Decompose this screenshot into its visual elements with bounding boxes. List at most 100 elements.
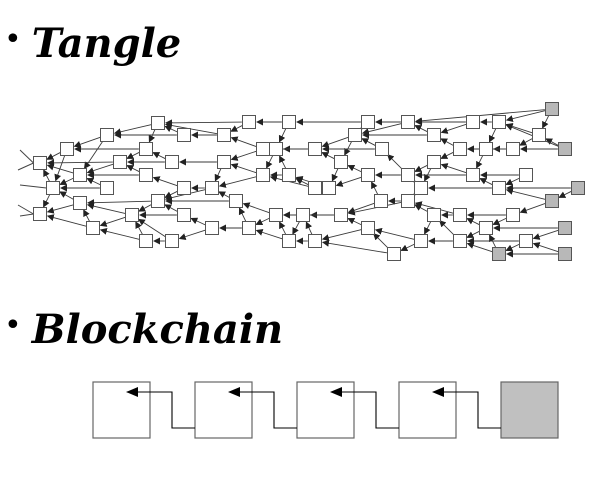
tangle-approval-edge	[344, 141, 353, 156]
tangle-transaction-node	[519, 234, 533, 248]
tangle-transaction-node	[479, 221, 493, 235]
tangle-approval-edge	[321, 229, 362, 242]
tangle-approval-edge	[361, 138, 376, 147]
tangle-transaction-node	[282, 115, 296, 129]
tangle-transaction-node	[334, 155, 348, 169]
tangle-approval-edge	[279, 221, 287, 235]
tangle-transaction-node	[139, 168, 153, 182]
blockchain-link-arrow	[126, 387, 195, 429]
tangle-approval-edge	[83, 140, 104, 170]
tangle-approval-edge	[218, 176, 257, 188]
tangle-approval-edge	[492, 217, 507, 226]
tangle-approval-edge	[400, 243, 415, 252]
tangle-transaction-node	[177, 181, 191, 195]
blockchain-link-arrow	[330, 387, 399, 429]
tangle-tip-node	[571, 181, 585, 195]
tangle-approval-edge	[138, 203, 152, 212]
tangle-approval-edge	[266, 155, 274, 169]
tangle-approval-edge	[438, 219, 456, 237]
tangle-transaction-node	[308, 234, 322, 248]
tangle-approval-edge	[242, 202, 270, 214]
tangle-transaction-node	[361, 221, 375, 235]
tangle-transaction-node	[177, 128, 191, 142]
tangle-approval-edge	[466, 230, 480, 238]
tangle-approval-edge	[152, 152, 166, 160]
tangle-approval-edge	[321, 152, 335, 160]
tangle-transaction-node	[414, 181, 428, 195]
tangle-approval-edge	[440, 151, 454, 159]
tangle-approval-edge	[505, 110, 546, 123]
tangle-approval-edge	[505, 177, 520, 186]
tangle-transaction-node	[139, 234, 153, 248]
tangle-approval-edge	[414, 164, 428, 172]
tangle-transaction-node	[492, 115, 506, 129]
tangle-transaction-node	[73, 196, 87, 210]
tangle-approval-edge	[505, 243, 520, 252]
tangle-approval-edge	[255, 229, 283, 240]
tangle-approval-edge	[488, 128, 497, 143]
tangle-transaction-node	[86, 221, 100, 235]
tangle-approval-edge	[255, 217, 270, 226]
tangle-transaction-node	[506, 208, 520, 222]
tangle-approval-edge	[164, 122, 218, 135]
tangle-approval-edge	[99, 216, 126, 227]
tangle-transaction-node	[73, 168, 87, 182]
tangle-approval-edge	[59, 177, 74, 186]
tangle-approval-edge	[46, 151, 61, 160]
tangle-transaction-node	[427, 155, 441, 169]
tangle-approval-edge	[137, 218, 167, 238]
tangle-approval-edge	[230, 150, 257, 161]
blockchain-block	[194, 381, 253, 439]
tangle-approval-edge	[292, 221, 301, 235]
tangle-transaction-node	[229, 194, 243, 208]
tangle-transaction-node	[165, 234, 179, 248]
tangle-transaction-node	[269, 142, 283, 156]
tangle-transaction-node	[282, 234, 296, 248]
tangle-approval-edge	[54, 155, 66, 182]
tangle-transaction-node	[100, 128, 114, 142]
tangle-approval-edge	[152, 176, 178, 187]
tangle-transaction-node	[139, 142, 153, 156]
tangle-transaction-node	[308, 181, 322, 195]
tangle-approval-edge	[440, 123, 467, 134]
bullet-icon: •	[4, 22, 22, 57]
tangle-transaction-node	[519, 168, 533, 182]
tangle-approval-edge	[165, 119, 242, 127]
tangle-transaction-node	[151, 116, 165, 130]
tangle-title: Tangle	[31, 20, 182, 67]
tangle-transaction-node	[256, 168, 270, 182]
tangle-approval-edge	[86, 202, 126, 214]
tangle-transaction-node	[453, 142, 467, 156]
tangle-transaction-node	[348, 128, 362, 142]
tangle-approval-edge	[476, 155, 484, 169]
tangle-transaction-node	[492, 181, 506, 195]
bullet-icon: •	[4, 308, 22, 343]
tangle-approval-edge	[126, 165, 140, 173]
tangle-approval-edge	[347, 164, 362, 173]
tangle-transaction-node	[100, 181, 114, 195]
tangle-approval-edge	[374, 227, 415, 240]
blockchain-latest-block	[500, 381, 559, 439]
tangle-approval-edge	[545, 138, 559, 147]
blockchain-link-arrow	[432, 387, 501, 429]
tangle-approval-edge	[278, 128, 287, 143]
tangle-approval-edge	[424, 221, 432, 235]
tangle-approval-edge	[218, 191, 230, 198]
tangle-approval-edge	[361, 123, 402, 136]
tangle-tip-node	[558, 221, 572, 235]
tangle-transaction-node	[401, 115, 415, 129]
tangle-approval-edge	[440, 138, 454, 147]
tangle-transaction-node	[296, 208, 310, 222]
tangle-approval-edge	[532, 229, 559, 240]
tangle-approval-edge	[135, 221, 144, 235]
tangle-approval-edge	[372, 232, 390, 250]
tangle-approval-edge	[126, 151, 140, 159]
tangle-transaction-node	[205, 221, 219, 235]
tangle-transaction-node	[401, 168, 415, 182]
tangle-transaction-node	[453, 208, 467, 222]
tangle-approval-edge	[178, 229, 206, 240]
tangle-approval-edge	[43, 169, 51, 182]
tangle-approval-edge	[86, 177, 101, 186]
tangle-tip-node	[545, 102, 559, 116]
